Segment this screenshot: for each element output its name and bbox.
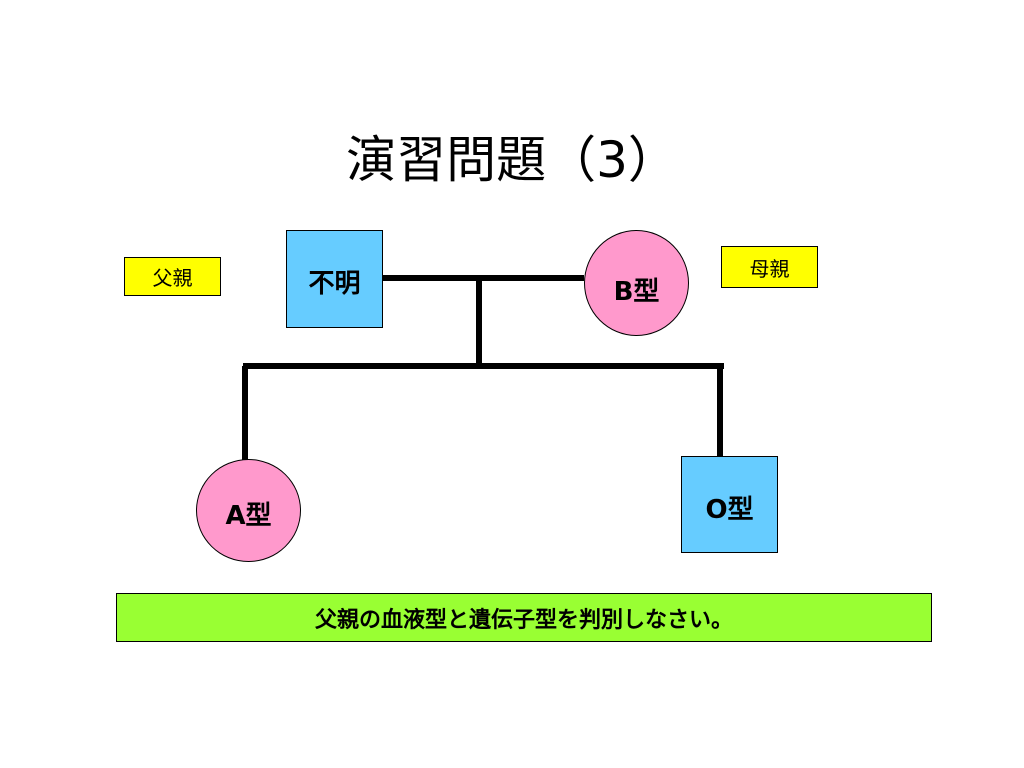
child-o-node: O型 xyxy=(681,456,778,553)
father-node: 不明 xyxy=(286,230,383,328)
child-a-node: A型 xyxy=(196,459,301,562)
sibship-line xyxy=(243,363,724,369)
question-text: 父親の血液型と遺伝子型を判別しなさい。 xyxy=(314,607,733,633)
child-o-line xyxy=(717,366,723,458)
mother-node-label: B型 xyxy=(613,277,660,307)
child-o-node-label: O型 xyxy=(705,495,754,525)
father-label: 父親 xyxy=(124,257,221,296)
child-a-node-label: A型 xyxy=(225,501,272,531)
child-a-line xyxy=(242,366,248,460)
descent-line xyxy=(476,278,482,366)
question-box: 父親の血液型と遺伝子型を判別しなさい。 xyxy=(116,593,932,642)
slide-title: 演習問題（3） xyxy=(346,131,678,189)
mother-label: 母親 xyxy=(721,246,818,288)
mother-node: B型 xyxy=(584,230,689,336)
father-node-label: 不明 xyxy=(308,269,361,299)
mating-line xyxy=(383,275,584,281)
